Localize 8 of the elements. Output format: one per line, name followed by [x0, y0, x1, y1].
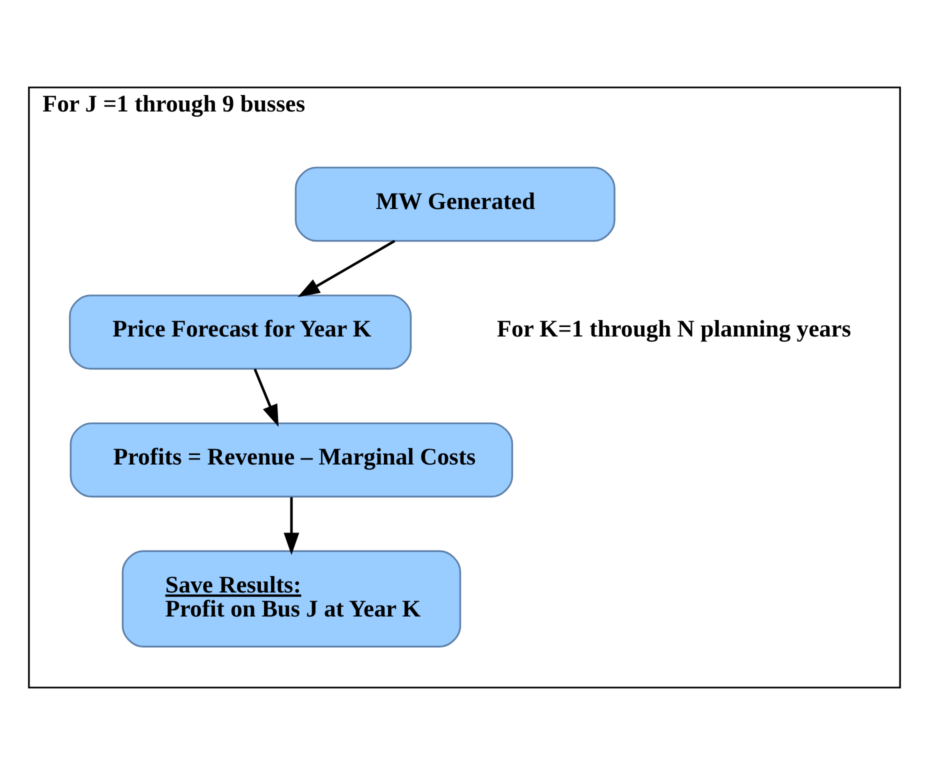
- label: For K=1 through N planning years: [496, 316, 851, 342]
- arrow: [254, 368, 279, 426]
- arrow: [284, 496, 300, 554]
- node-box: Price Forecast for Year K: [68, 294, 412, 370]
- node-box: Profits = Revenue – Marginal Costs: [70, 422, 514, 497]
- node-box: MW Generated: [294, 166, 616, 242]
- node-box: Save Results: Profit on Bus J at Year K: [122, 550, 462, 647]
- arrow: [298, 239, 396, 297]
